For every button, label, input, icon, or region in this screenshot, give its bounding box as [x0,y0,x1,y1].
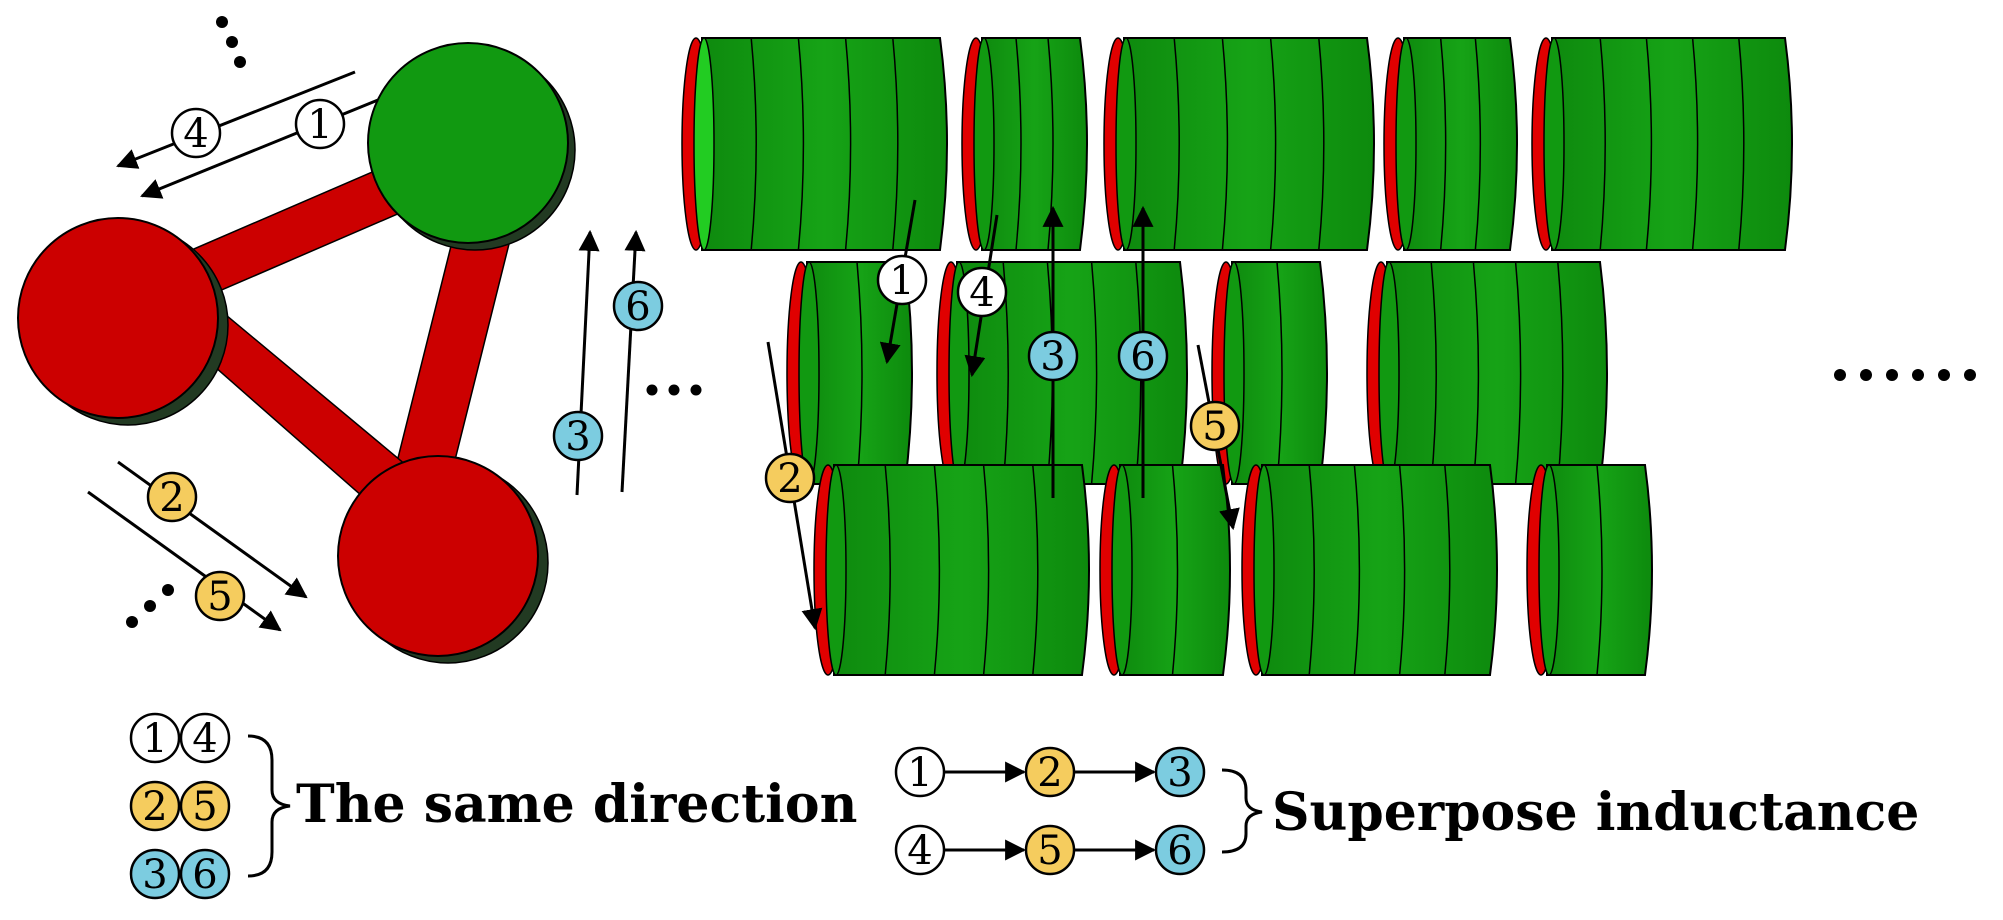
svg-text:6: 6 [192,852,217,898]
marker-3-right: 3 [1027,330,1079,382]
legend-row-2: 4 5 6 [894,824,1206,876]
coil-stack [786,261,913,485]
node-triangle [17,42,576,664]
svg-text:3: 3 [142,852,167,898]
marker-1-top: 1 [294,98,346,150]
svg-text:2: 2 [1037,750,1062,796]
coil-stack [1383,37,1518,251]
svg-text:6: 6 [1167,828,1192,874]
svg-text:4: 4 [192,716,217,762]
svg-text:1: 1 [307,102,332,148]
legend-same-direction: 1 4 2 5 3 6 The same direction [129,712,857,900]
node-red-bottom [337,455,539,657]
marker-5-left: 5 [194,570,246,622]
svg-text:3: 3 [1167,750,1192,796]
legend-pair-2-5: 2 5 [129,780,231,832]
legend-pair-1-4: 1 4 [129,712,231,764]
coil-stack [1531,37,1793,251]
coil-stack [1241,464,1498,676]
marker-4-right: 4 [956,266,1008,318]
svg-text:3: 3 [1040,334,1065,380]
svg-text:2: 2 [159,475,184,521]
coil-stack [936,261,1188,485]
svg-text:6: 6 [625,284,650,330]
coil-stack [961,37,1088,251]
svg-text:5: 5 [1037,828,1062,874]
svg-text:2: 2 [777,456,802,502]
ellipsis-dots-right [1834,369,1976,381]
node-red-left [17,217,219,419]
legend-superpose: 1 2 3 4 5 6 Superpose inductance [894,746,1919,876]
coil-stack [813,464,1090,676]
svg-text:2: 2 [142,784,167,830]
legend-row-1: 1 2 3 [894,746,1206,798]
svg-text:1: 1 [907,750,932,796]
svg-text:4: 4 [907,828,932,874]
coil-stack [681,37,948,251]
marker-2-right: 2 [764,452,816,504]
marker-6-right: 6 [1117,330,1169,382]
marker-4-top: 4 [170,107,222,159]
marker-1-right: 1 [876,254,928,306]
coil-stack [1099,464,1231,676]
svg-text:5: 5 [1202,404,1227,450]
legend-left-text: The same direction [296,774,857,835]
svg-text:5: 5 [192,784,217,830]
svg-text:4: 4 [969,270,994,316]
marker-5-right: 5 [1189,400,1241,452]
legend-right-text: Superpose inductance [1272,782,1919,843]
svg-text:6: 6 [1130,334,1155,380]
svg-text:3: 3 [565,414,590,460]
marker-2-left: 2 [146,471,198,523]
coil-stack [1103,37,1375,251]
svg-text:1: 1 [142,716,167,762]
legend-pair-3-6: 3 6 [129,848,231,900]
coil-stack [1366,261,1608,485]
brace-right [1221,768,1263,854]
coil-stack [1526,464,1653,676]
ellipsis-dots-left [126,16,702,628]
marker-6-left: 6 [612,280,664,332]
node-green-top [367,42,569,244]
markers: 4 1 2 5 3 6 1 4 [146,98,1241,622]
marker-3-left: 3 [552,410,604,462]
coil-array [681,37,1793,676]
svg-text:5: 5 [207,574,232,620]
svg-text:4: 4 [183,111,208,157]
coil-stack [1211,261,1328,485]
brace-left [247,734,291,878]
svg-text:1: 1 [889,258,914,304]
